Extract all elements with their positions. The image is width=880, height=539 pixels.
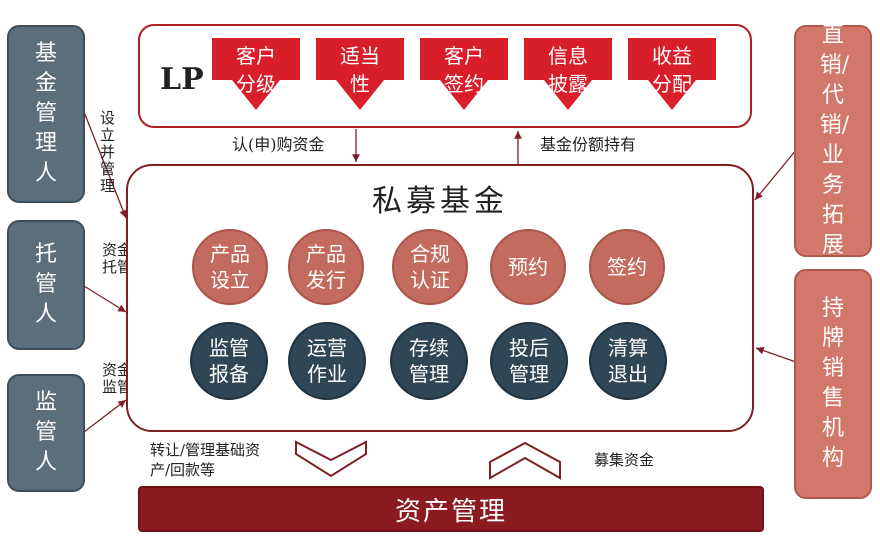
fund-manager-label: 基金管理人 <box>34 41 57 186</box>
lp-step-client-grading: 客户分级 <box>212 38 300 112</box>
label-raised-funds: 募集资金 <box>594 451 655 469</box>
lp-step-line: 收益 <box>652 44 692 68</box>
arrow-custodian <box>83 285 127 313</box>
label-share-holding: 基金份额持有 <box>540 135 637 154</box>
stage1-signing: 签约 <box>589 229 665 305</box>
lp-step-line: 披露 <box>548 72 588 96</box>
up-chevron-icon <box>489 441 561 480</box>
stage1-compliance: 合规认证 <box>392 229 468 305</box>
arrow-licensed-sales <box>755 346 797 363</box>
down-chevron-icon <box>295 440 367 478</box>
supervisor-label: 监管人 <box>34 390 57 475</box>
lp-title: LP <box>160 62 204 97</box>
stage2-duration-management: 存续管理 <box>390 322 468 400</box>
lp-step-line: 客户 <box>444 44 484 68</box>
lp-step-line: 性 <box>350 72 370 96</box>
lp-step-line: 分级 <box>236 72 276 96</box>
lp-step-disclosure: 信息披露 <box>524 38 612 112</box>
lp-step-line: 签约 <box>444 72 484 96</box>
lp-step-suitability: 适当性 <box>316 38 404 112</box>
circle-label: 清算退出 <box>608 336 648 386</box>
custodian-label: 托管人 <box>34 242 57 327</box>
direct-sales-box: 直销/代销/业务拓展 <box>794 23 872 258</box>
direct-sales-label: 直销/代销/业务拓展 <box>819 23 850 258</box>
lp-step-line: 分配 <box>652 72 692 96</box>
circle-label: 预约 <box>508 255 548 279</box>
custodian-box: 托管人 <box>7 220 85 350</box>
private-fund-title: 私募基金 <box>372 184 508 219</box>
asset-management-bar: 资产管理 <box>138 486 764 532</box>
circle-label: 产品发行 <box>306 242 346 292</box>
lp-step-line: 适当 <box>340 44 380 68</box>
circle-label: 产品设立 <box>210 242 250 292</box>
circle-label: 存续管理 <box>409 336 449 386</box>
arrow-direct-sales <box>754 149 797 201</box>
circle-label: 投后管理 <box>509 336 549 386</box>
arrow-manager <box>83 111 127 219</box>
licensed-sales-label: 持牌销售机构 <box>821 296 844 471</box>
lp-step-line: 客户 <box>236 44 276 68</box>
circle-label: 运营作业 <box>307 336 347 386</box>
stage1-reservation: 预约 <box>490 229 566 305</box>
label-fund-supervision: 资金监管 <box>101 361 132 396</box>
circle-label: 签约 <box>607 255 647 279</box>
stage1-product-issue: 产品发行 <box>288 229 364 305</box>
circle-label: 合规认证 <box>410 242 450 292</box>
supervisor-box: 监管人 <box>7 374 85 492</box>
label-fund-custody: 资金托管 <box>101 241 132 276</box>
circle-label: 监管报备 <box>209 336 249 386</box>
stage2-regulatory-filing: 监管报备 <box>190 322 268 400</box>
label-establish-manage: 设立并管理 <box>100 109 116 195</box>
lp-step-income-distribution: 收益分配 <box>628 38 716 112</box>
stage2-operations: 运营作业 <box>288 322 366 400</box>
label-subscription-funds: 认(申)购资金 <box>232 135 325 154</box>
stage2-liquidation-exit: 清算退出 <box>589 322 667 400</box>
licensed-sales-box: 持牌销售机构 <box>794 269 872 499</box>
lp-step-client-signing: 客户签约 <box>420 38 508 112</box>
label-transfer-manage: 转让/管理基础资产/回款等 <box>150 441 261 479</box>
stage1-product-setup: 产品设立 <box>192 229 268 305</box>
fund-manager-box: 基金管理人 <box>7 25 85 203</box>
arrow-supervisor <box>83 399 127 433</box>
lp-step-line: 信息 <box>548 44 588 68</box>
stage2-post-investment: 投后管理 <box>490 322 568 400</box>
